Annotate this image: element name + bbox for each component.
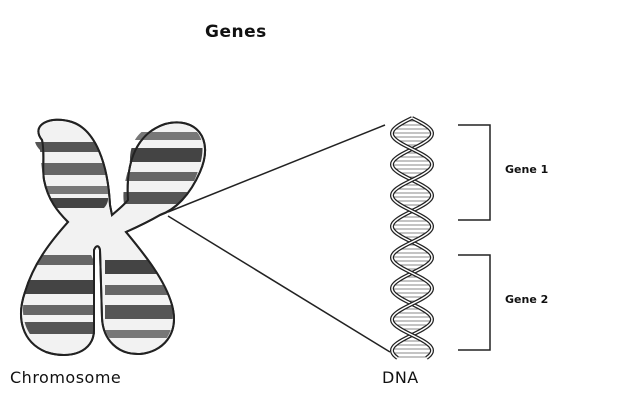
- dna-strand-highlight-1: [392, 118, 432, 358]
- dna-helix: [392, 118, 432, 358]
- gene1-bracket: [458, 125, 490, 220]
- gene2-label: Gene 2: [505, 293, 548, 306]
- zoom-line-bottom: [168, 216, 390, 352]
- dna-label: DNA: [382, 368, 419, 387]
- dna-strand-highlight-2: [392, 118, 432, 358]
- chromosome-shape: [15, 120, 220, 355]
- gene1-label: Gene 1: [505, 163, 548, 176]
- chromosome-label: Chromosome: [10, 368, 121, 387]
- dna-strand-1: [392, 118, 432, 358]
- dna-strand-2: [392, 118, 432, 358]
- gene2-bracket: [458, 255, 490, 350]
